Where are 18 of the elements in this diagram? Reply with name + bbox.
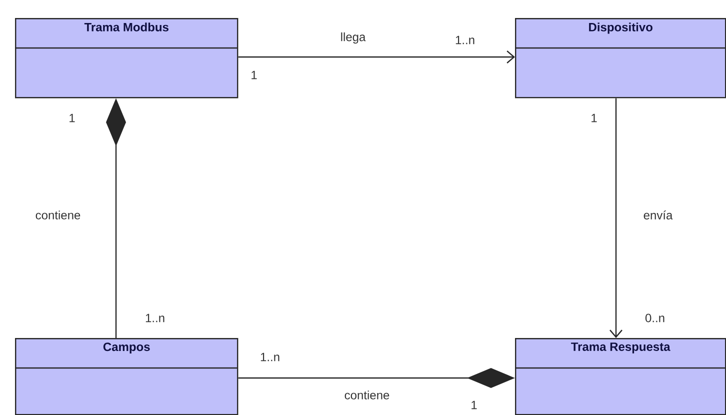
multiplicity-label: 1 — [592, 114, 597, 122]
multiplicity-label: 1..n — [260, 352, 280, 362]
multiplicity-label: 1 — [70, 114, 75, 122]
connector — [238, 50, 515, 64]
class-box: Trama Modbus — [15, 18, 238, 98]
class-box: Trama Respuesta — [515, 338, 726, 415]
edge-label: contiene — [343, 390, 391, 400]
edge-label: envía — [642, 210, 674, 220]
edge-label: llega — [339, 31, 367, 45]
class-box: Dispositivo — [515, 18, 726, 98]
multiplicity-label: 1..n — [456, 36, 474, 44]
multiplicity-label: 1..n — [146, 314, 164, 322]
class-box: Campos — [15, 338, 238, 415]
multiplicity-label: 0..n — [645, 314, 664, 322]
connector — [610, 98, 622, 338]
multiplicity-label: 1 — [252, 70, 257, 80]
multiplicity-label: 1 — [472, 400, 477, 410]
edge-label: contiene — [34, 210, 82, 220]
